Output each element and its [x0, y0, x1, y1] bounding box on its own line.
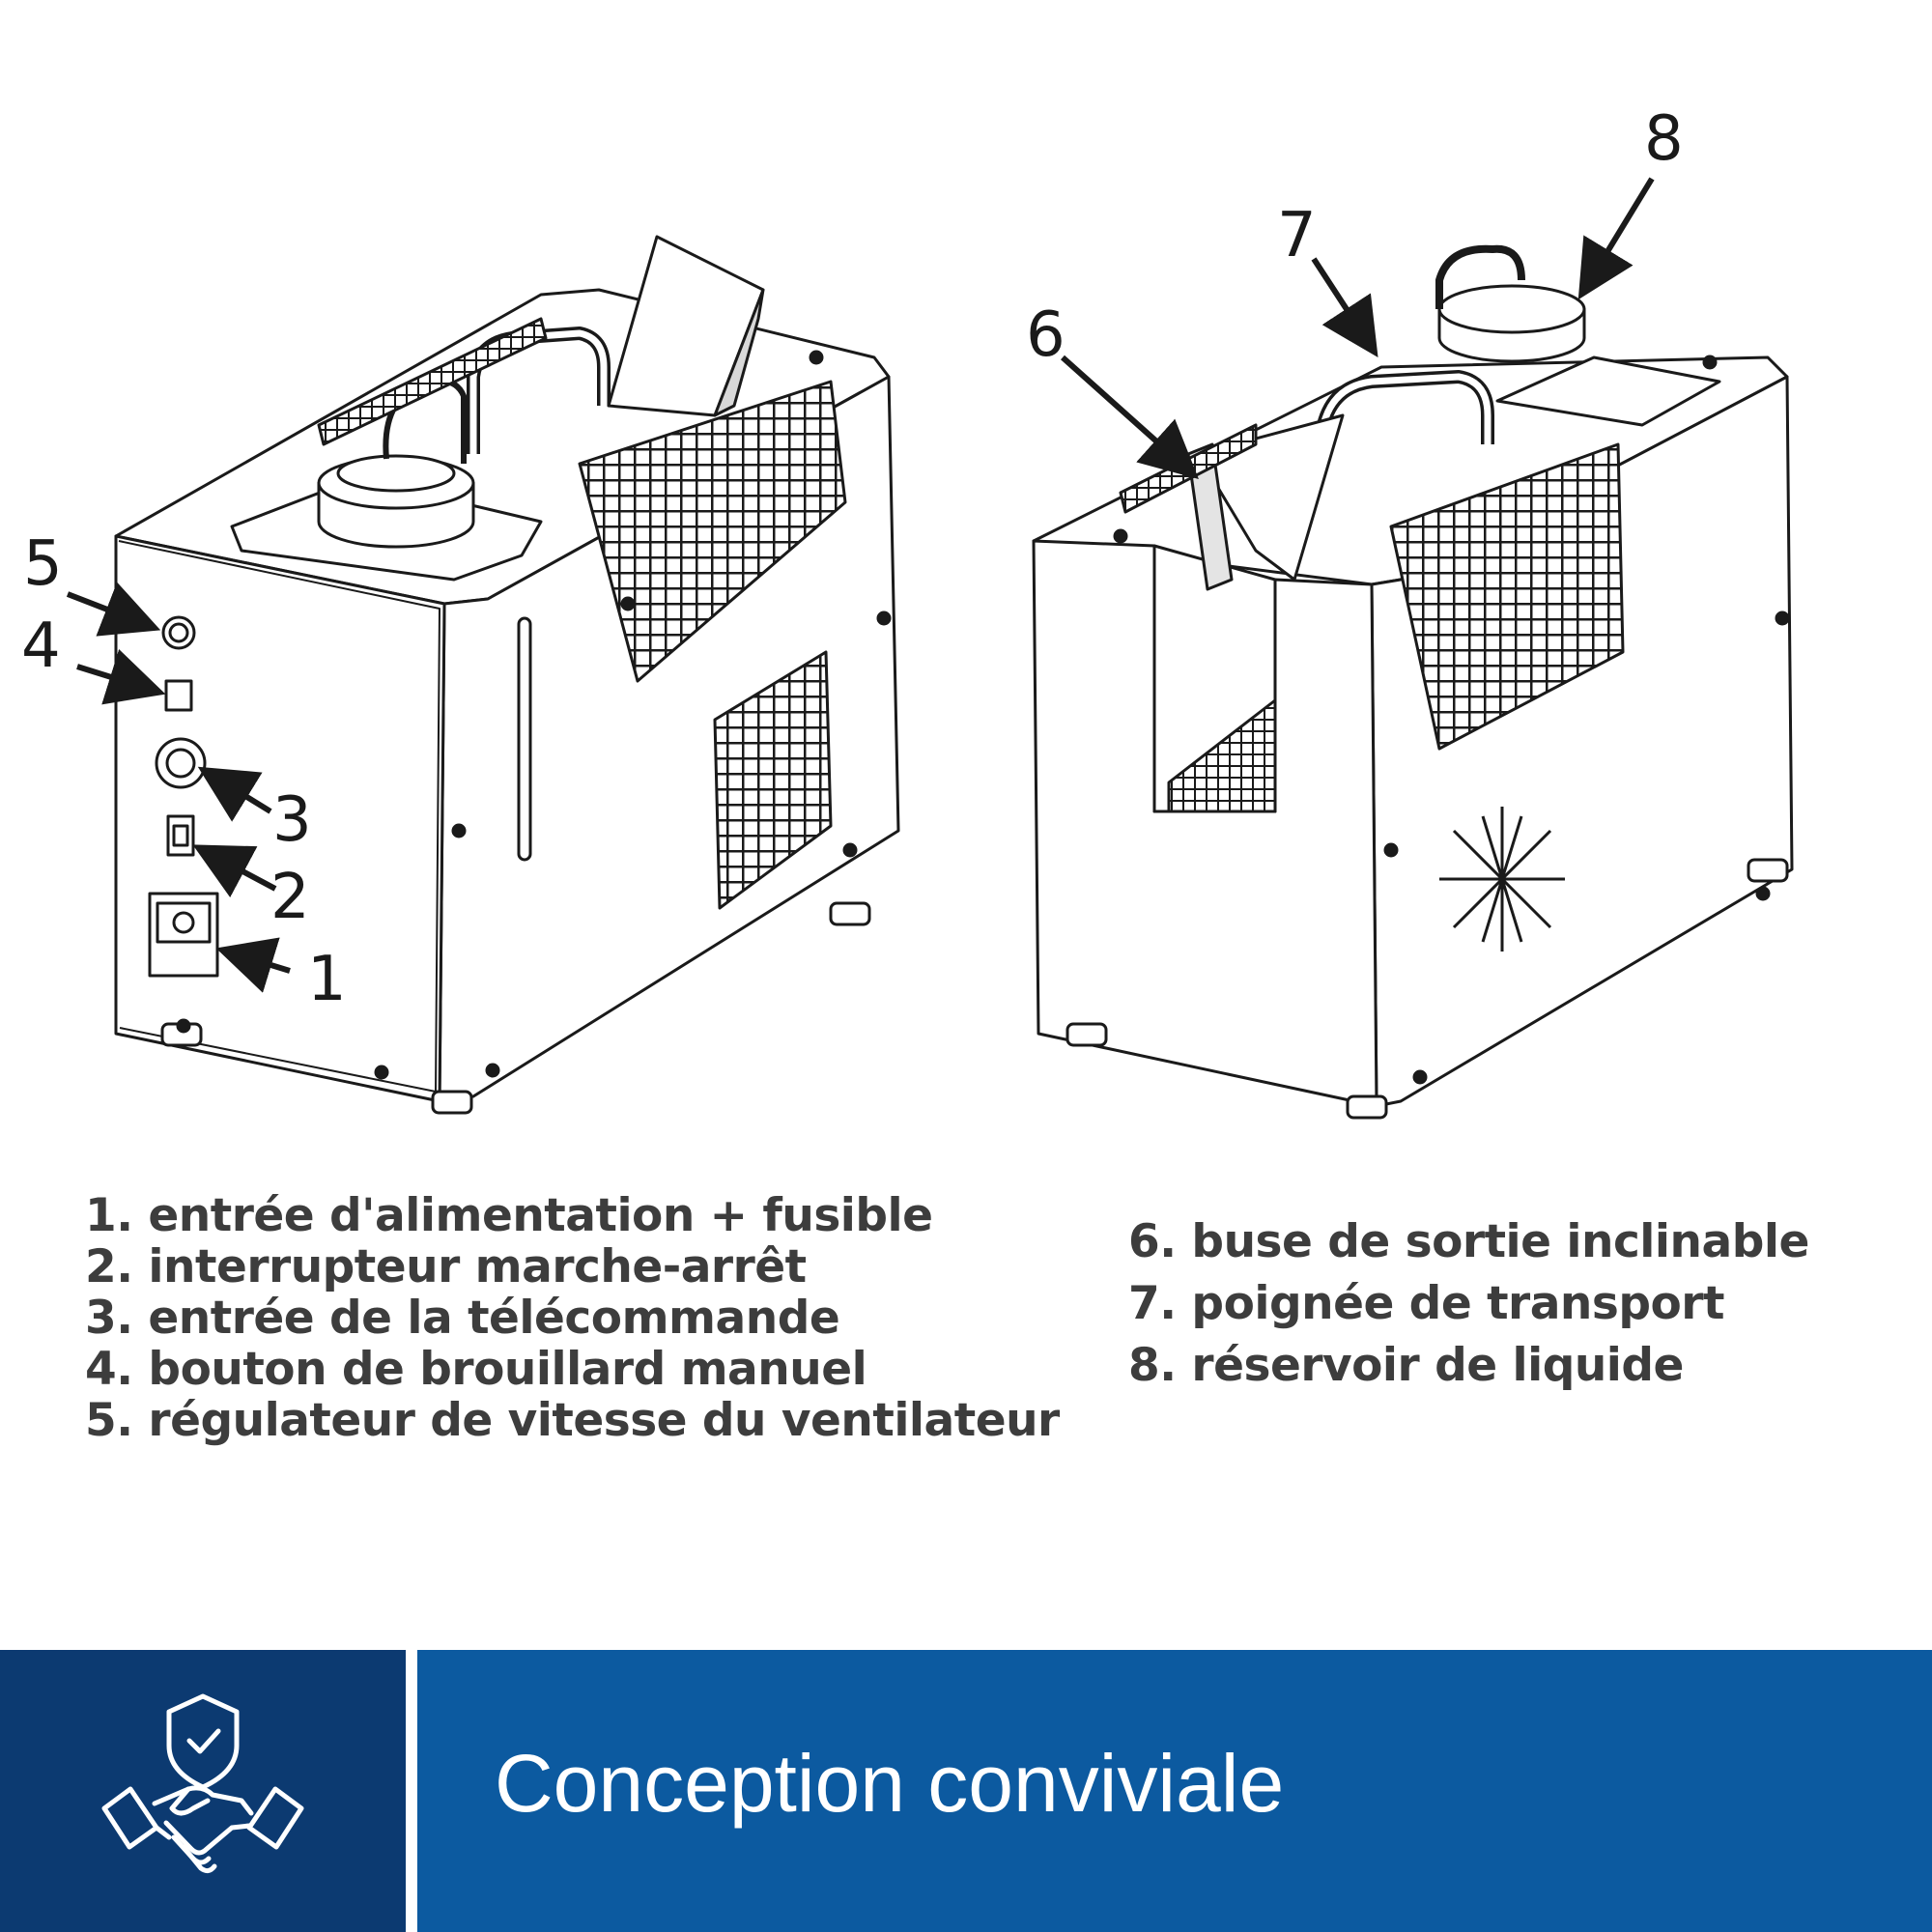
callout-6: 6: [1026, 299, 1065, 371]
callout-arrows: [66, 177, 1655, 993]
legend-right: 6. buse de sortie inclinable 7. poignée …: [1128, 1211, 1809, 1397]
legend-item-5: 5. régulateur de vitesse du ventilateur: [85, 1394, 1060, 1447]
legend-item-4: 4. bouton de brouillard manuel: [85, 1343, 867, 1396]
legend-left: 1. entrée d'alimentation + fusible 2. in…: [85, 1190, 1060, 1446]
callout-2: 2: [270, 862, 310, 933]
footer-banner: Conception conviviale: [0, 1650, 1932, 1932]
callout-4: 4: [21, 611, 61, 682]
callout-3: 3: [272, 784, 312, 856]
footer-divider: [406, 1650, 417, 1932]
callout-5: 5: [23, 528, 63, 600]
legend-item-1: 1. entrée d'alimentation + fusible: [85, 1189, 933, 1242]
product-diagram: 1 2 3 4 5 6 7 8: [21, 103, 1794, 1120]
legend-item-8: 8. réservoir de liquide: [1128, 1339, 1684, 1392]
callout-7: 7: [1277, 200, 1317, 271]
machine-front-view: [1032, 244, 1794, 1120]
callout-1: 1: [307, 944, 347, 1015]
legend-item-2: 2. interrupteur marche-arrêt: [85, 1240, 807, 1293]
legend-item-7: 7. poignée de transport: [1128, 1277, 1724, 1330]
legend-item-6: 6. buse de sortie inclinable: [1128, 1215, 1809, 1268]
footer-title-panel: Conception conviviale: [417, 1650, 1932, 1932]
footer-title: Conception conviviale: [495, 1738, 1285, 1829]
shield-check-handshake-icon: [101, 1693, 304, 1874]
footer-icon-panel: [0, 1650, 406, 1932]
machine-rear-view: [114, 235, 900, 1115]
rear-panel-controls: [148, 615, 219, 978]
legend-item-3: 3. entrée de la télécommande: [85, 1292, 840, 1345]
callout-8: 8: [1644, 103, 1684, 175]
